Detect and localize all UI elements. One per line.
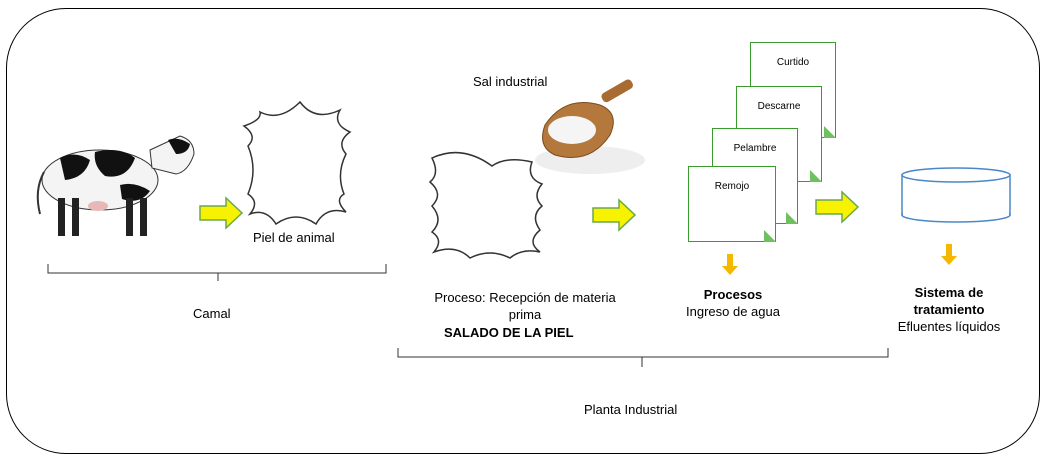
cow-image bbox=[36, 135, 195, 236]
label-piel-animal: Piel de animal bbox=[253, 230, 335, 245]
arrow-3 bbox=[815, 190, 860, 224]
sistema-sub: Efluentes líquidos bbox=[897, 319, 1001, 334]
sistema-line2: tratamiento bbox=[913, 302, 985, 317]
procesos-title: Procesos bbox=[703, 287, 763, 302]
process-step-remojo: Remojo bbox=[688, 166, 776, 242]
arrow-1 bbox=[199, 196, 244, 230]
diagram-frame bbox=[6, 8, 1040, 454]
bracket-camal bbox=[47, 264, 387, 281]
label-camal: Camal bbox=[193, 306, 231, 321]
salt-scoop-image bbox=[535, 79, 645, 174]
proceso-line2: prima bbox=[508, 307, 542, 322]
label-sistema-group: Sistema de tratamiento Efluentes líquido… bbox=[886, 285, 1012, 334]
page-fold-icon bbox=[824, 126, 836, 138]
label-proceso: Proceso: Recepción de materia prima bbox=[410, 290, 640, 322]
page-fold-icon bbox=[786, 212, 798, 224]
step-label: Descarne bbox=[757, 101, 801, 112]
procesos-sub: Ingreso de agua bbox=[686, 304, 780, 319]
down-arrow-1 bbox=[722, 254, 738, 275]
label-planta-industrial: Planta Industrial bbox=[584, 402, 678, 417]
salted-hide-icon bbox=[428, 151, 544, 259]
proceso-line1: Proceso: Recepción de materia bbox=[434, 290, 616, 305]
tank-icon bbox=[901, 167, 1011, 223]
arrow-2 bbox=[592, 198, 637, 232]
step-label: Remojo bbox=[714, 181, 750, 192]
label-salado: SALADO DE LA PIEL bbox=[444, 325, 574, 340]
bracket-planta bbox=[397, 348, 889, 367]
label-procesos-group: Procesos Ingreso de agua bbox=[668, 287, 798, 319]
down-arrow-2 bbox=[941, 244, 957, 265]
step-label: Pelambre bbox=[733, 143, 777, 154]
page-fold-icon bbox=[764, 230, 776, 242]
label-sal-industrial: Sal industrial bbox=[473, 74, 548, 89]
page-fold-icon bbox=[810, 170, 822, 182]
step-label: Curtido bbox=[776, 57, 810, 68]
hide-icon bbox=[242, 100, 352, 226]
sistema-line1: Sistema de bbox=[914, 285, 984, 300]
